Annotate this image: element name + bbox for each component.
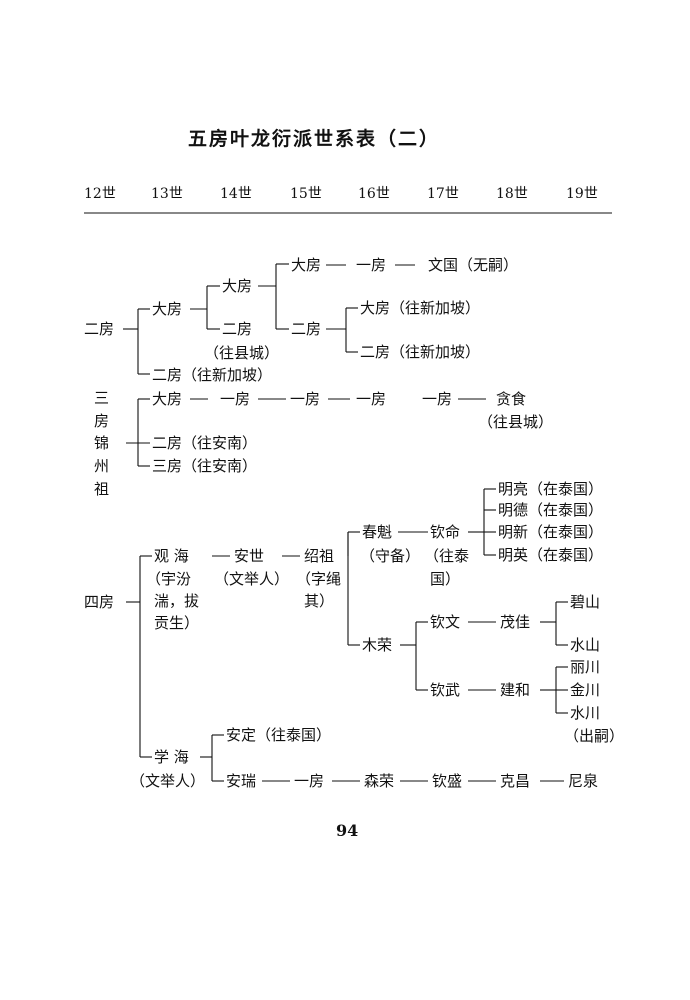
node-ke-chang: 克昌 (500, 772, 531, 790)
node-chun-kui-note: （守备） (360, 547, 421, 565)
generation-19: 19世 (566, 186, 598, 202)
node-qin-ming: 钦命 (430, 523, 461, 541)
node-shao-zu-note: 其） (304, 592, 335, 610)
node-guan-hai: 观 海 (154, 547, 189, 565)
branch-root-er-fang: 二房 (84, 320, 115, 338)
node-qin-wu: 钦武 (430, 681, 461, 699)
generation-16: 16世 (358, 186, 390, 202)
node-shui-shan: 水山 (570, 636, 601, 654)
san-fang-char: 房 (94, 412, 110, 430)
node-xue-hai: 学 海 (154, 748, 189, 766)
node-ni-quan: 尼泉 (568, 772, 599, 790)
generation-14: 14世 (220, 186, 252, 202)
node-shui-chuan-note: （出嗣） (564, 727, 625, 745)
node-er-16-da-fang: 大房（往新加坡） (360, 299, 481, 317)
node-shao-zu-note: （字绳 (296, 570, 342, 588)
node-wen-guo: 文国（无嗣） (428, 256, 519, 274)
branch-root-si-fang: 四房 (84, 593, 115, 611)
generation-12: 12世 (84, 186, 116, 202)
san-fang-char: 祖 (94, 480, 110, 498)
node-an-ding: 安定（往泰国） (226, 726, 332, 744)
generation-18: 18世 (496, 186, 528, 202)
node-san-18-note: （往县城） (478, 413, 554, 431)
node-mu-rong: 木荣 (362, 636, 393, 654)
node-ming-de: 明德（在泰国） (498, 501, 604, 519)
node-er-da-er-fang: 二房 (222, 320, 253, 338)
node-qin-ming-note: （往泰 (424, 547, 470, 565)
node-xue-hai-note: （文举人） (130, 772, 206, 790)
node-qin-sheng: 钦盛 (432, 772, 463, 790)
node-ming-ying: 明英（在泰国） (498, 546, 604, 564)
node-ming-liang: 明亮（在泰国） (498, 480, 604, 498)
san-fang-char: 锦 (94, 434, 110, 452)
generation-13: 13世 (151, 186, 183, 202)
node-guan-hai-note: （宇汾 (146, 570, 192, 588)
node-qin-wen: 钦文 (430, 613, 461, 631)
generation-15: 15世 (290, 186, 322, 202)
node-li-chuan: 丽川 (570, 658, 601, 676)
node-an-shi-note: （文举人） (214, 570, 290, 588)
node-er-15-er-fang: 二房 (291, 320, 322, 338)
node-er-16-er-fang: 二房（往新加坡） (360, 343, 481, 361)
san-fang-char: 州 (94, 457, 110, 475)
node-san-da-fang: 大房 (152, 390, 183, 408)
node-san-er-fang: 二房（往安南） (152, 434, 258, 452)
node-jin-chuan: 金川 (570, 681, 601, 699)
node-er-da-da-da-fang: 大房 (291, 256, 322, 274)
node-er-da-da-fang: 大房 (222, 277, 253, 295)
node-er-da-fang: 大房 (152, 300, 183, 318)
node-san-16: 一房 (356, 390, 387, 408)
node-qin-ming-note: 国） (430, 570, 461, 588)
node-guan-hai-note: 湍，拔 (154, 592, 200, 610)
node-bi-shan: 碧山 (570, 593, 601, 611)
node-san-17: 一房 (422, 390, 453, 408)
node-an-shi: 安世 (234, 547, 265, 565)
node-chun-kui: 春魁 (362, 523, 393, 541)
node-jian-he: 建和 (500, 681, 531, 699)
node-an-rui-yi-fang: 一房 (294, 772, 325, 790)
node-er-yi-fang: 一房 (356, 256, 387, 274)
node-guan-hai-note: 贡生） (154, 614, 200, 632)
node-san-14: 一房 (220, 390, 251, 408)
node-san-san-fang: 三房（往安南） (152, 457, 258, 475)
san-fang-char: 三 (94, 389, 110, 407)
node-ming-xin: 明新（在泰国） (498, 523, 604, 541)
node-shao-zu: 绍祖 (304, 547, 335, 565)
node-mao-jia: 茂佳 (500, 613, 531, 631)
node-sen-rong: 森荣 (364, 772, 395, 790)
node-er-da-er-note: （往县城） (204, 344, 280, 362)
node-shui-chuan: 水川 (570, 704, 601, 722)
page-title: 五房叶龙衍派世系表（二） (188, 128, 441, 150)
node-an-rui: 安瑞 (226, 772, 257, 790)
node-san-15: 一房 (290, 390, 321, 408)
page-number: 94 (336, 821, 359, 840)
node-er-13-er-fang: 二房（往新加坡） (152, 366, 273, 384)
node-san-18: 贪食 (496, 390, 527, 408)
generation-17: 17世 (427, 186, 459, 202)
